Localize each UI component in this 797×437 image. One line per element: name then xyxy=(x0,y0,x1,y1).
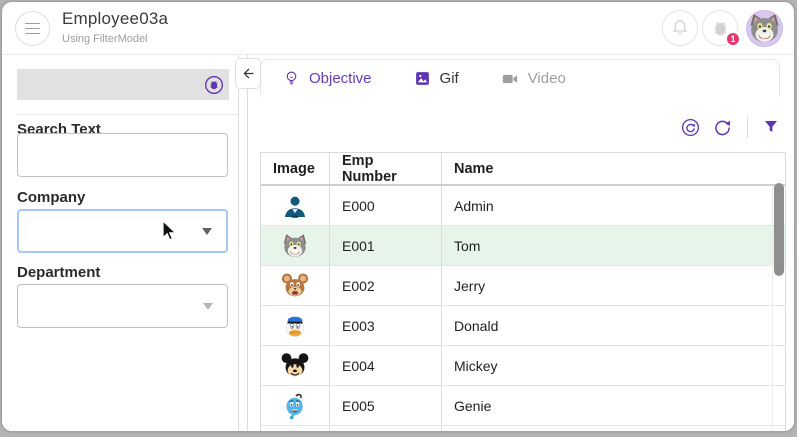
table-row[interactable]: E001 Tom xyxy=(261,226,785,266)
name-cell: Admin xyxy=(454,197,494,214)
app-window: Employee03a Using FilterModel 1 Sea xyxy=(2,2,794,431)
filter-sidebar: Search Text Company Department xyxy=(2,55,239,431)
table-row-partial xyxy=(261,426,785,431)
scrollbar-thumb[interactable] xyxy=(774,183,784,276)
emp-number-cell: E003 xyxy=(330,306,442,345)
grid-toolbar xyxy=(680,116,780,138)
funnel-icon xyxy=(765,121,777,132)
chevron-down-icon xyxy=(202,228,212,235)
app-header: Employee03a Using FilterModel 1 xyxy=(2,2,794,55)
toolbar-divider xyxy=(747,116,748,138)
scrollbar-track xyxy=(772,186,773,431)
page-title: Employee03a xyxy=(62,9,169,28)
bell-icon xyxy=(672,20,688,35)
department-select[interactable] xyxy=(17,284,228,328)
employee-avatar xyxy=(281,192,309,220)
employee-avatar xyxy=(281,312,309,340)
collapse-sidebar-button[interactable] xyxy=(235,58,261,89)
name-cell: Mickey xyxy=(454,357,498,374)
user-avatar[interactable] xyxy=(746,10,783,47)
tab-objective[interactable]: Objective xyxy=(283,70,372,87)
lightbulb-icon xyxy=(286,71,297,85)
image-icon xyxy=(415,72,429,85)
tab-video[interactable]: Video xyxy=(501,70,566,88)
refresh-button[interactable] xyxy=(712,117,733,138)
employee-avatar xyxy=(281,392,309,420)
arrow-left-icon xyxy=(243,68,253,79)
table-header-row: Image Emp Number Name xyxy=(261,153,785,186)
name-cell: Tom xyxy=(454,237,481,254)
name-cell: Genie xyxy=(454,397,492,414)
notifications-button[interactable] xyxy=(662,10,698,46)
sidebar-divider xyxy=(17,114,238,115)
emp-number-cell: E004 xyxy=(330,346,442,385)
circle-refresh-icon xyxy=(681,118,700,136)
emp-number-cell: E005 xyxy=(330,386,442,425)
menu-button[interactable] xyxy=(15,11,50,46)
tab-bar: Objective Gif Video xyxy=(260,59,780,97)
debug-button[interactable]: 1 xyxy=(702,10,741,47)
table-row[interactable]: E000 Admin xyxy=(261,186,785,226)
table-row[interactable]: E005 Genie xyxy=(261,386,785,426)
hamburger-icon xyxy=(25,22,40,25)
table-row[interactable]: E002 Jerry xyxy=(261,266,785,306)
company-select[interactable] xyxy=(17,209,228,253)
filter-header-bar xyxy=(17,69,229,100)
panel-divider xyxy=(247,55,248,431)
table-row[interactable]: E004 Mickey xyxy=(261,346,785,386)
department-label: Department xyxy=(17,264,101,281)
emp-number-cell: E000 xyxy=(330,186,442,225)
refresh-icon xyxy=(715,120,731,135)
bug-circle-icon[interactable] xyxy=(204,75,224,95)
reset-button[interactable] xyxy=(680,117,701,138)
emp-number-cell: E002 xyxy=(330,266,442,305)
videocam-icon xyxy=(502,74,517,83)
filter-button[interactable] xyxy=(762,118,780,136)
employee-avatar xyxy=(281,272,309,300)
emp-number-cell: E001 xyxy=(330,226,442,265)
name-cell: Jerry xyxy=(454,277,486,294)
search-text-input[interactable] xyxy=(17,133,228,177)
employee-avatar xyxy=(281,352,309,380)
page-subtitle: Using FilterModel xyxy=(62,33,148,45)
tab-gif[interactable]: Gif xyxy=(414,70,459,87)
tom-avatar-icon xyxy=(747,11,782,46)
company-label: Company xyxy=(17,189,86,206)
chevron-down-icon xyxy=(203,303,213,310)
column-header-emp-number[interactable]: Emp Number xyxy=(330,153,442,184)
name-cell: Donald xyxy=(454,317,499,334)
table-row[interactable]: E003 Donald xyxy=(261,306,785,346)
column-header-name[interactable]: Name xyxy=(454,160,494,177)
employee-table: Image Emp Number Name E000 Admin E001 To… xyxy=(260,152,786,431)
employee-avatar xyxy=(281,232,309,260)
main-panel: Objective Gif Video xyxy=(248,55,794,431)
notification-badge: 1 xyxy=(725,31,741,47)
column-header-image[interactable]: Image xyxy=(261,153,330,184)
